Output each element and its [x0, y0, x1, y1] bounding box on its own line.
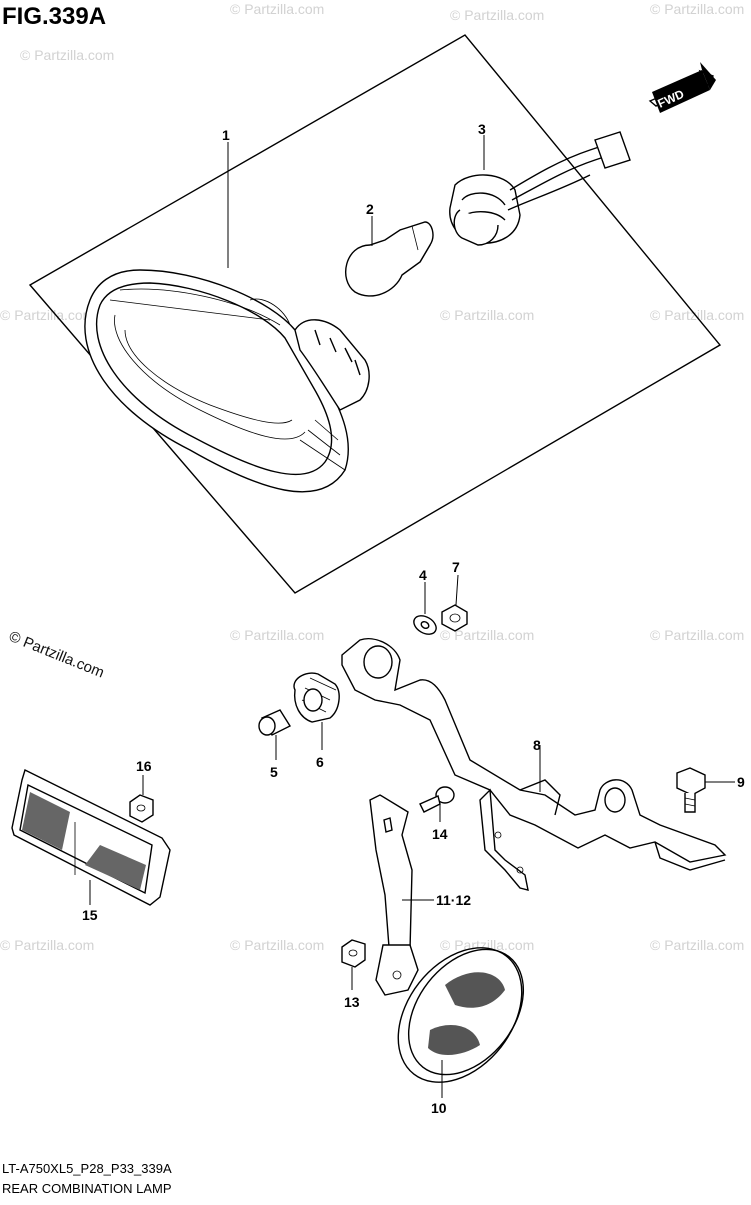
watermark-text: © Partzilla.com: [0, 937, 94, 953]
leader-lines: [89, 135, 735, 1098]
grommet-part: [293, 672, 340, 723]
watermark-text: © Partzilla.com: [230, 627, 324, 643]
socket-harness-part: [449, 131, 631, 246]
callout-6: 6: [316, 754, 324, 770]
callout-1: 1: [222, 127, 230, 143]
washer-part: [413, 615, 437, 635]
bracket-part: [341, 638, 727, 891]
assembly-group-box: [28, 34, 722, 594]
nut-part: [129, 794, 154, 823]
nut-part: [441, 604, 468, 632]
screw-part: [419, 786, 455, 813]
watermark-text: © Partzilla.com: [440, 937, 534, 953]
watermark-text: © Partzilla.com: [650, 627, 744, 643]
bolt-part: [676, 767, 706, 813]
round-reflector-part: [397, 947, 525, 1083]
figure-caption: REAR COMBINATION LAMP: [2, 1181, 172, 1196]
watermark-text: © Partzilla.com: [0, 307, 94, 323]
watermark-text: © Partzilla.com: [450, 7, 544, 23]
watermark-text: © Partzilla.com: [650, 1, 744, 17]
copyright-watermark: © Partzilla.com: [7, 628, 107, 682]
callout-11-12: 11·12: [436, 892, 471, 908]
callout-labels: 1 2 3 4 7 5 6 8 9 10 11·12 13 14 15 16: [82, 121, 745, 1116]
rear-combination-lamp-housing: [84, 269, 370, 493]
callout-16: 16: [136, 758, 152, 774]
bulb-part: [345, 221, 434, 297]
callout-2: 2: [366, 201, 374, 217]
callout-5: 5: [270, 764, 278, 780]
callout-13: 13: [344, 994, 360, 1010]
nut-part: [341, 939, 366, 968]
callout-7: 7: [452, 559, 460, 575]
callout-15: 15: [82, 907, 98, 923]
watermark-text: © Partzilla.com: [230, 1, 324, 17]
callout-3: 3: [478, 121, 486, 137]
callout-10: 10: [431, 1100, 447, 1116]
fwd-arrow-icon: FWD: [648, 62, 716, 113]
watermark-text: © Partzilla.com: [650, 937, 744, 953]
stay-part: [369, 794, 419, 996]
model-code: LT-A750XL5_P28_P33_339A: [2, 1161, 172, 1176]
callout-8: 8: [533, 737, 541, 753]
collar-part: [258, 709, 292, 736]
rectangular-reflector-part: [11, 769, 171, 906]
watermark-text: © Partzilla.com: [230, 937, 324, 953]
watermark-text: © Partzilla.com: [20, 47, 114, 63]
callout-4: 4: [419, 567, 427, 583]
watermark-text: © Partzilla.com: [440, 627, 534, 643]
callout-14: 14: [432, 826, 448, 842]
watermark-text: © Partzilla.com: [440, 307, 534, 323]
figure-title: FIG.339A: [2, 3, 106, 30]
watermark-text: © Partzilla.com: [650, 307, 744, 323]
callout-9: 9: [737, 774, 745, 790]
